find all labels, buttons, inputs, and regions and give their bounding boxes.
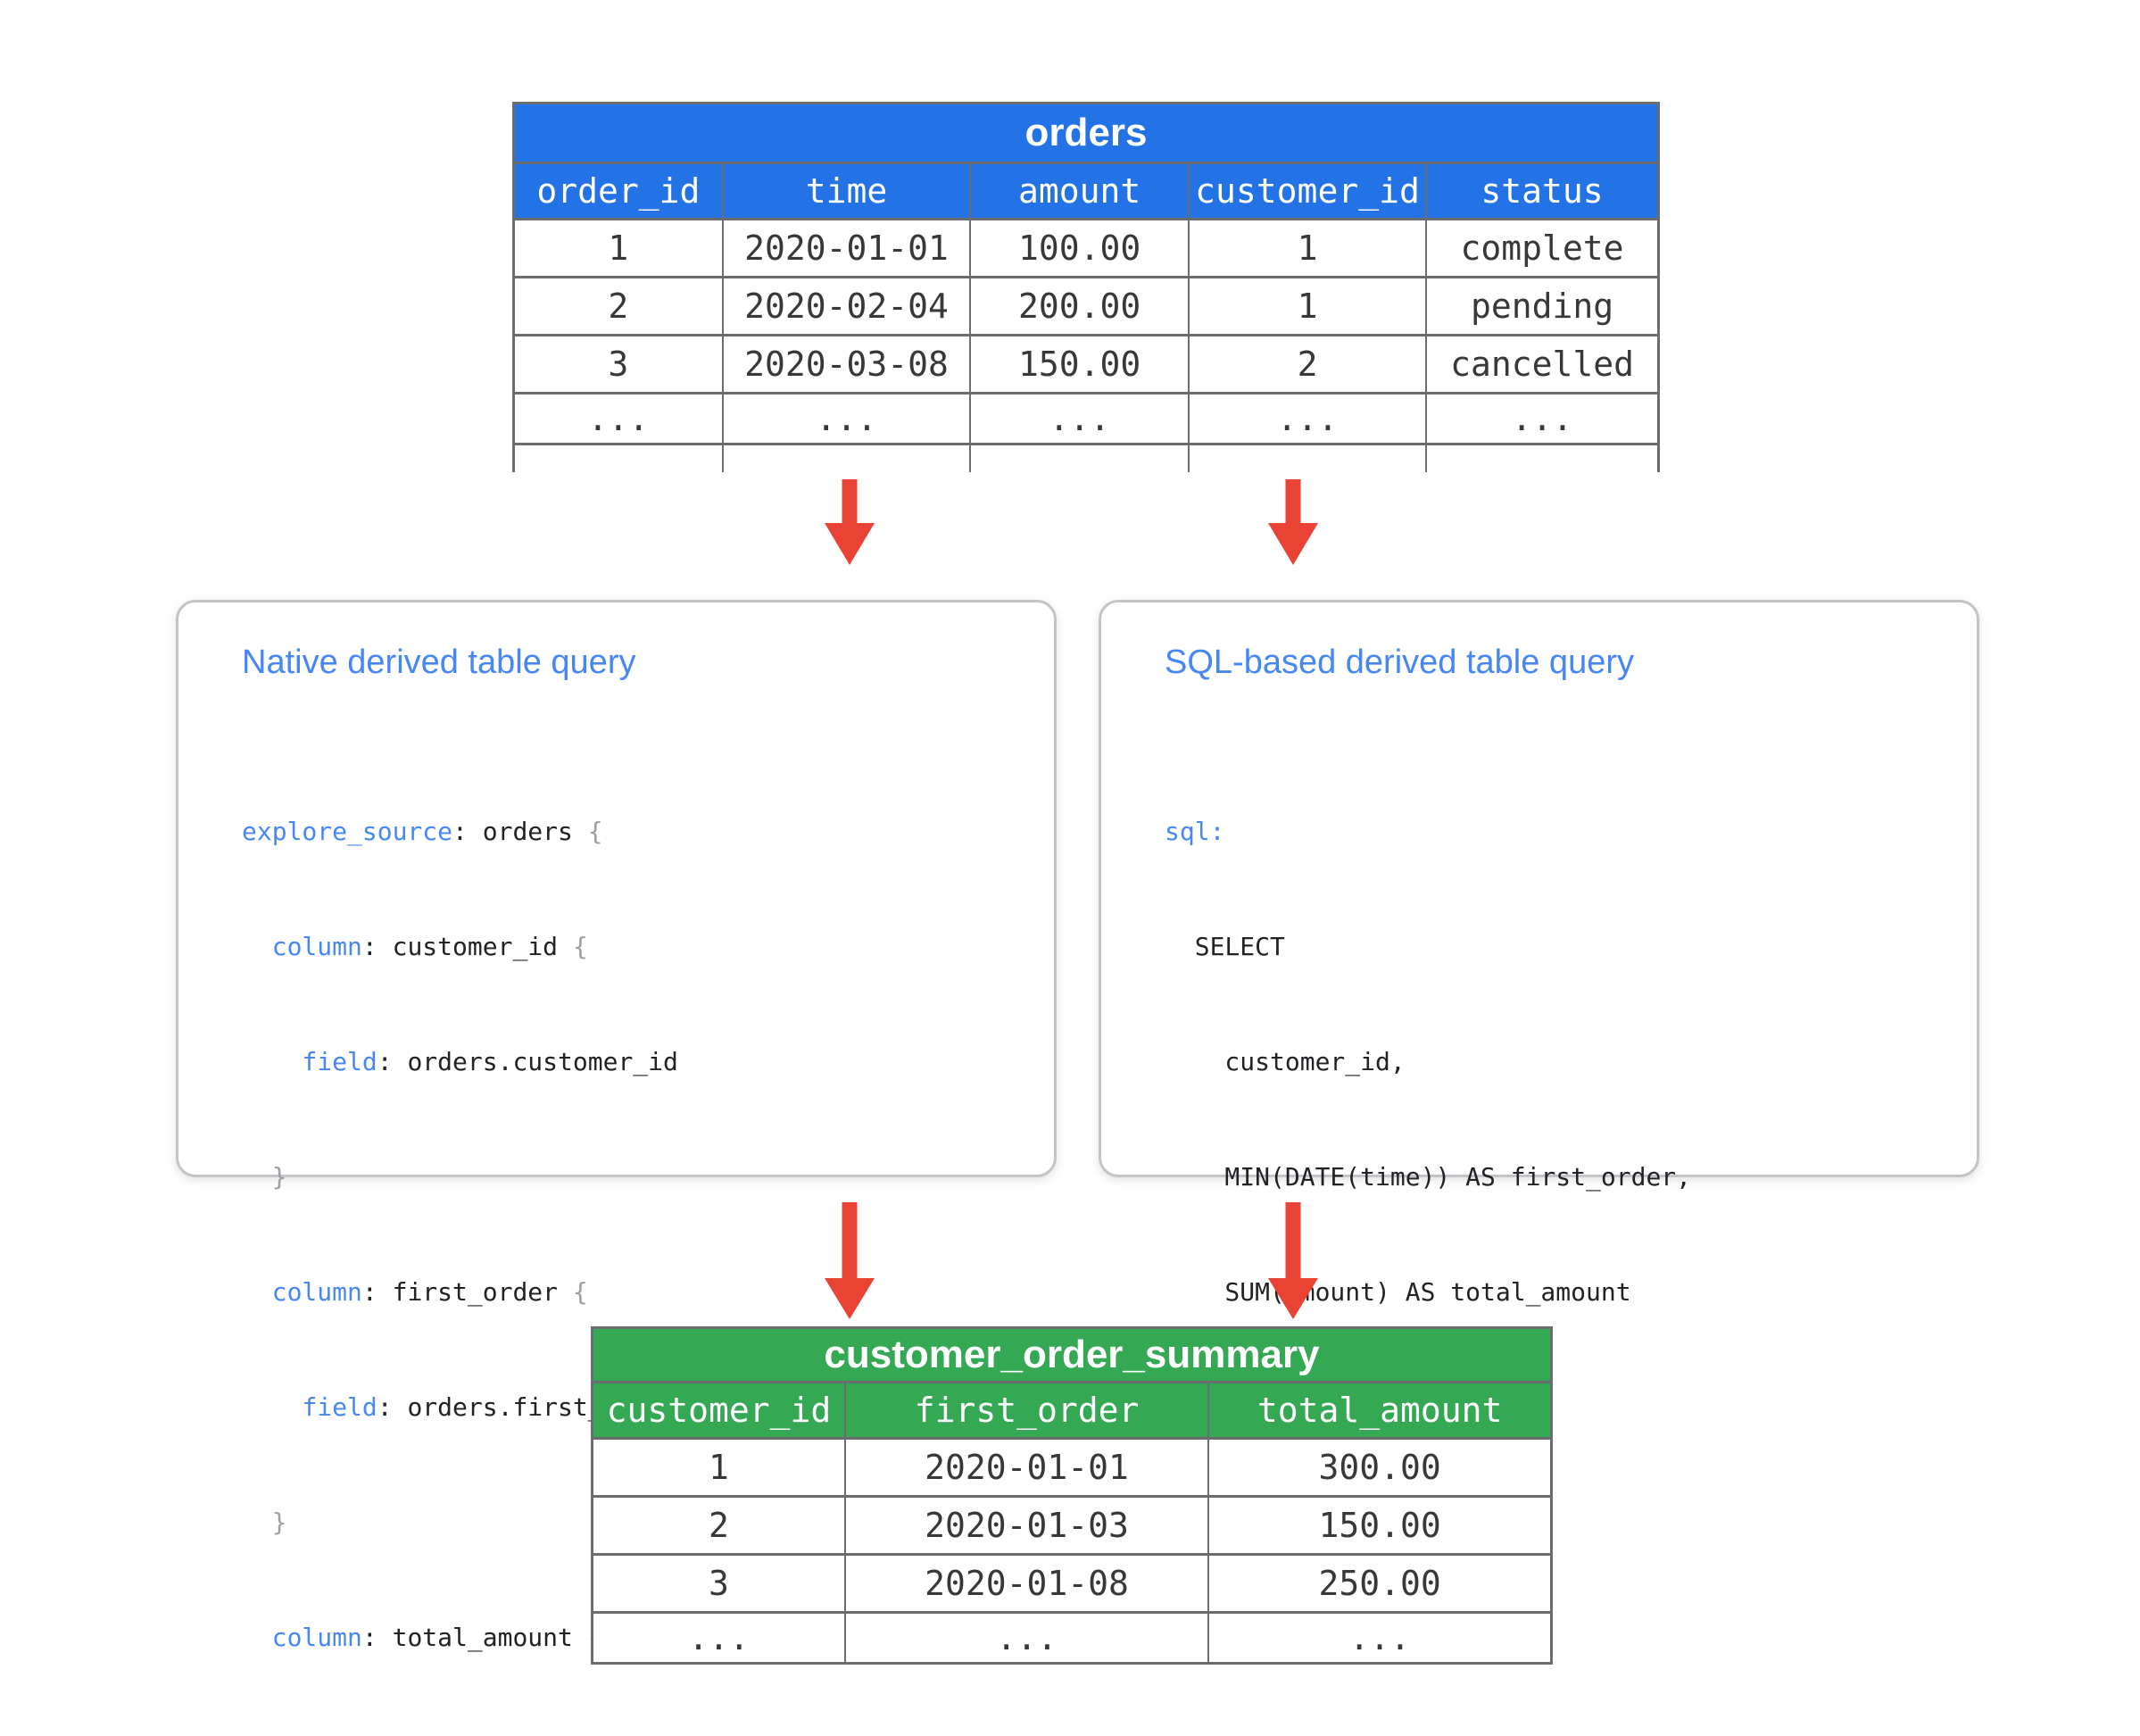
native-derived-table-card: Native derived table query explore_sourc… xyxy=(176,600,1057,1652)
native-card-title: Native derived table query xyxy=(242,644,636,681)
orders-cell: 2020-02-04 xyxy=(721,278,970,334)
summary-table-title: customer_order_summary xyxy=(593,1329,1550,1381)
orders-ellipsis-cell: ... xyxy=(721,395,970,443)
summary-cell: 300.00 xyxy=(1207,1440,1550,1495)
orders-header-cell: time xyxy=(721,164,970,218)
orders-partial-cell xyxy=(721,445,970,472)
sql-derived-table-card: SQL-based derived table query sql: SELEC… xyxy=(1099,600,1979,1652)
orders-partial-cell xyxy=(969,445,1187,472)
orders-table-row: 1 2020-01-01 100.00 1 complete xyxy=(515,218,1657,276)
code-line: sql: xyxy=(1165,817,1225,846)
summary-cell: 3 xyxy=(708,1564,729,1603)
summary-header-cell: first_order xyxy=(843,1383,1208,1437)
summary-cell: 2020-01-03 xyxy=(843,1498,1207,1553)
orders-cell: 100.00 xyxy=(969,220,1187,276)
customer-order-summary-table: customer_order_summary customer_id first… xyxy=(591,1326,1553,1665)
orders-header-cell: status xyxy=(1425,164,1657,218)
code-line: SUM(amount) AS total_amount xyxy=(1165,1277,1631,1307)
orders-table-row: 3 2020-03-08 150.00 2 cancelled xyxy=(515,334,1657,392)
orders-cell: 2 xyxy=(1187,336,1425,392)
code-line: column: total_amount { xyxy=(271,1623,603,1652)
orders-table-row: 2 2020-02-04 200.00 1 pending xyxy=(515,276,1657,334)
summary-table-row: 3 2020-01-08 250.00 xyxy=(593,1553,1550,1611)
code-line: } xyxy=(271,1508,287,1537)
orders-ellipsis-cell: ... xyxy=(1425,395,1657,443)
orders-table-title-text: orders xyxy=(1024,111,1148,154)
summary-cell: 2 xyxy=(708,1506,729,1545)
summary-table-title-text: customer_order_summary xyxy=(824,1333,1320,1376)
orders-header-cell: customer_id xyxy=(1187,164,1426,218)
code-line: customer_id, xyxy=(1165,1047,1406,1076)
summary-cell: 2020-01-08 xyxy=(843,1556,1207,1611)
orders-cell: cancelled xyxy=(1425,336,1657,392)
code-line: MIN(DATE(time)) AS first_order, xyxy=(1165,1162,1692,1192)
summary-header-cell: total_amount xyxy=(1207,1383,1550,1437)
orders-header-cell: order_id xyxy=(515,164,722,218)
summary-cell: 250.00 xyxy=(1207,1556,1550,1611)
orders-cell: 1 xyxy=(1187,220,1425,276)
code-line: field: orders.customer_id xyxy=(302,1047,678,1076)
orders-cell: 2 xyxy=(608,287,629,326)
summary-ellipsis-row: ... ... ... xyxy=(593,1611,1550,1662)
orders-table-title: orders xyxy=(515,104,1657,162)
orders-partial-row xyxy=(515,443,1657,472)
orders-partial-cell xyxy=(1425,445,1657,472)
orders-cell: 1 xyxy=(608,228,629,268)
summary-table-row: 2 2020-01-03 150.00 xyxy=(593,1495,1550,1553)
down-arrow-orders-to-native-icon xyxy=(825,479,875,565)
summary-ellipsis-cell: ... xyxy=(1207,1614,1550,1662)
summary-ellipsis-cell: ... xyxy=(843,1614,1207,1662)
code-line: explore_source: orders { xyxy=(242,817,603,846)
summary-ellipsis-cell: ... xyxy=(688,1618,750,1657)
orders-cell: 3 xyxy=(608,345,629,384)
orders-cell: 150.00 xyxy=(969,336,1187,392)
orders-ellipsis-cell: ... xyxy=(969,395,1187,443)
orders-table: orders order_id time amount customer_id … xyxy=(512,102,1660,472)
orders-table-header-row: order_id time amount customer_id status xyxy=(515,162,1657,218)
code-line: } xyxy=(271,1162,287,1192)
down-arrow-orders-to-sql-icon xyxy=(1268,479,1318,565)
orders-partial-cell xyxy=(515,445,722,472)
summary-cell: 150.00 xyxy=(1207,1498,1550,1553)
orders-cell: 2020-03-08 xyxy=(721,336,970,392)
summary-table-header-row: customer_id first_order total_amount xyxy=(593,1381,1550,1437)
code-line: column: first_order { xyxy=(271,1277,588,1307)
summary-cell: 2020-01-01 xyxy=(843,1440,1207,1495)
orders-cell: pending xyxy=(1425,278,1657,334)
summary-table-row: 1 2020-01-01 300.00 xyxy=(593,1437,1550,1495)
orders-header-cell: amount xyxy=(969,164,1188,218)
orders-ellipsis-row: ... ... ... ... ... xyxy=(515,392,1657,443)
down-arrow-native-to-summary-icon xyxy=(825,1202,875,1319)
code-line: SELECT xyxy=(1165,932,1285,961)
summary-cell: 1 xyxy=(708,1448,729,1487)
orders-cell: 200.00 xyxy=(969,278,1187,334)
code-line: column: customer_id { xyxy=(271,932,588,961)
orders-ellipsis-cell: ... xyxy=(587,399,650,438)
orders-ellipsis-cell: ... xyxy=(1187,395,1425,443)
summary-header-cell: customer_id xyxy=(593,1383,844,1437)
orders-cell: complete xyxy=(1425,220,1657,276)
orders-partial-cell xyxy=(1187,445,1425,472)
sql-card-title: SQL-based derived table query xyxy=(1165,644,1634,681)
down-arrow-sql-to-summary-icon xyxy=(1268,1202,1318,1319)
orders-cell: 2020-01-01 xyxy=(721,220,970,276)
orders-cell: 1 xyxy=(1187,278,1425,334)
